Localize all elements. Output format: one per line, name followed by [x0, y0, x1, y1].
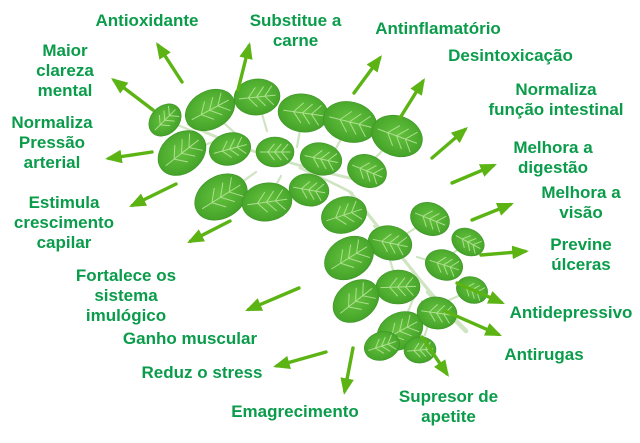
arrow-antirugas — [443, 309, 502, 337]
label-ganho-muscular: Ganho muscular — [122, 329, 258, 348]
arrow-antioxidante — [156, 42, 184, 84]
label-previne-ulceras: Previne úlceras — [550, 235, 612, 274]
arrow-antidepressivo — [455, 281, 505, 305]
arrow-melhora-digestao — [450, 163, 497, 185]
arrow-desintoxicacao — [398, 78, 425, 120]
arrow-emagrecimento — [340, 346, 355, 395]
label-normaliza-pressao: Normaliza Pressão arterial — [11, 113, 93, 172]
label-antidepressivo: Antidepressivo — [509, 303, 633, 322]
label-emagrecimento: Emagrecimento — [231, 402, 359, 421]
label-estimula-capilar: Estimula crescimento capilar — [13, 193, 115, 252]
arrow-normaliza-pressao — [105, 149, 154, 164]
arrow-normaliza-funcao-intestinal — [430, 127, 468, 160]
arrow-substitue-a-carne — [236, 42, 253, 92]
benefit-arrows — [105, 42, 529, 395]
label-reduz-stress: Reduz o stress — [141, 363, 263, 382]
label-normaliza-funcao-intestinal: Normaliza função intestinal — [488, 80, 624, 119]
arrow-supresor-apetite — [420, 335, 449, 377]
plant-leaves — [148, 78, 488, 364]
label-antioxidante: Antioxidante — [95, 11, 199, 30]
label-antirugas: Antirugas — [504, 345, 584, 364]
label-maior-clareza: Maior clareza mental — [36, 41, 94, 100]
arrow-antinflamatorio — [352, 55, 382, 95]
arrow-reduz-stress — [273, 350, 328, 369]
label-antinflamatorio: Antinflamatório — [375, 19, 501, 38]
arrow-ganho-muscular — [245, 286, 301, 312]
label-supresor-apetite: Supresor de apetite — [398, 387, 499, 426]
arrow-estimula-capilar — [129, 182, 178, 207]
arrow-fortalece-imunologico — [187, 219, 232, 243]
label-substitue-a-carne: Substitue a carne — [249, 11, 342, 50]
arrow-previne-ulceras — [479, 245, 529, 260]
label-melhora-visao: Melhora a visão — [541, 183, 621, 222]
label-fortalece-imunologico: Fortalece os sistema imulógico — [75, 266, 177, 325]
label-melhora-digestao: Melhora a digestão — [513, 138, 593, 177]
arrow-maior-clareza — [111, 78, 155, 112]
arrow-melhora-visao — [470, 202, 514, 222]
label-desintoxicacao: Desintoxicação — [448, 46, 573, 65]
